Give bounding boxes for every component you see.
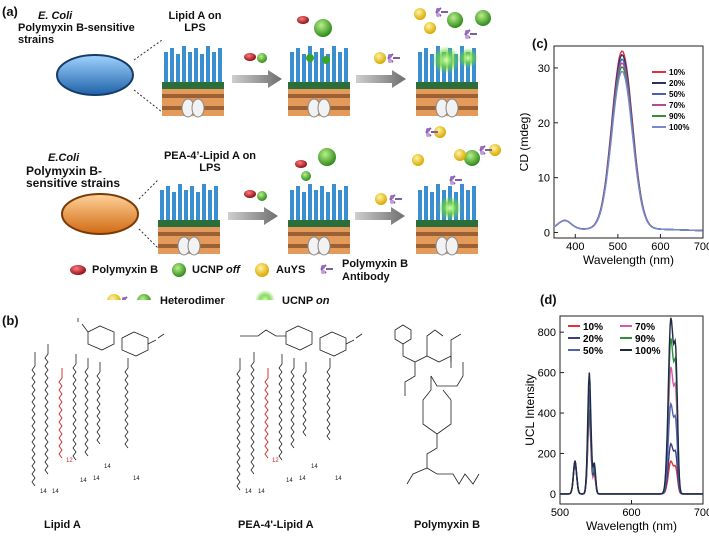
- svg-text:14: 14: [52, 489, 59, 495]
- svg-text:14: 14: [299, 476, 306, 482]
- series-line-90%: [560, 338, 703, 495]
- series-line-100%: [560, 317, 703, 495]
- y-axis-label: CD (mdeg): [520, 113, 531, 172]
- legend-label-10%: 10%: [583, 322, 603, 333]
- svg-text:14: 14: [80, 478, 87, 484]
- row2-species: E.Coli: [48, 152, 80, 164]
- y-axis-label: UCL Intensity: [523, 374, 537, 446]
- legend-label-50%: 50%: [669, 90, 685, 99]
- ucnp-off-icon: [172, 263, 186, 277]
- legend-antibody: Polymyxin B Antibody: [342, 258, 409, 283]
- panel-b-tag: (b): [2, 313, 19, 328]
- series-line-10%: [560, 417, 703, 495]
- structure-pea-lipid-a: PEA-4'-Lipid A: [238, 519, 314, 531]
- y-tick-label: 20: [538, 118, 550, 130]
- y-tick-label: 10: [538, 173, 550, 185]
- row1-species: E. Coli: [38, 10, 73, 22]
- y-tick-label: 200: [538, 448, 556, 460]
- legend-label-10%: 10%: [669, 68, 685, 77]
- x-axis-label: Wavelength (nm): [583, 253, 674, 267]
- legend-label-70%: 70%: [635, 322, 655, 333]
- legend-label-20%: 20%: [583, 334, 603, 345]
- y-tick-label: 0: [550, 489, 556, 501]
- ucnp-on-icon: [255, 290, 275, 300]
- svg-text:14: 14: [93, 476, 100, 482]
- x-axis-label: Wavelength (nm): [586, 519, 677, 533]
- svg-text:14: 14: [104, 464, 111, 470]
- legend-ucnp-off: UCNP off: [192, 264, 240, 276]
- legend-label-100%: 100%: [635, 346, 661, 357]
- legend-label-20%: 20%: [669, 79, 685, 88]
- structure-polymyxin-b: Polymyxin B: [414, 519, 481, 531]
- plot-frame: [559, 315, 704, 505]
- x-tick-label: 700: [694, 241, 709, 253]
- row1-target: Lipid A on LPS: [168, 10, 222, 34]
- antibody-icon: [320, 264, 334, 275]
- y-tick-label: 0: [544, 228, 550, 240]
- legend-label-70%: 70%: [669, 101, 685, 110]
- polymyxin-icon: [70, 265, 86, 275]
- svg-text:14: 14: [335, 476, 342, 482]
- svg-text:14: 14: [133, 476, 140, 482]
- auys-icon: [255, 263, 269, 277]
- x-tick-label: 500: [551, 507, 569, 519]
- svg-text:14: 14: [245, 489, 252, 495]
- y-tick-label: 30: [538, 63, 550, 75]
- legend-label-100%: 100%: [669, 123, 689, 132]
- svg-text:14: 14: [311, 464, 318, 470]
- series-line-100%: [553, 70, 703, 232]
- legend-ucnp-on: UCNP on: [282, 295, 330, 307]
- svg-text:12: 12: [272, 458, 279, 464]
- panel-b-structures: 14 14 14 14 14 14 14 14 14 14 14 14 12 12: [31, 318, 480, 495]
- x-tick-label: 400: [566, 241, 584, 253]
- structure-lipid-a: Lipid A: [44, 519, 81, 531]
- legend-polymyxin: Polymyxin B: [92, 264, 159, 276]
- panel-d-tag: (d): [540, 292, 557, 307]
- y-tick-label: 800: [538, 327, 556, 339]
- svg-text:14: 14: [286, 478, 293, 484]
- plot-frame: [553, 45, 704, 239]
- panel-c-tag: (c): [532, 36, 548, 51]
- y-tick-label: 400: [538, 408, 556, 420]
- x-tick-label: 600: [622, 507, 640, 519]
- row2-strain: Polymyxin B-sensitive strains: [26, 164, 121, 190]
- x-tick-label: 500: [609, 241, 627, 253]
- series-line-50%: [560, 388, 703, 495]
- legend-label-50%: 50%: [583, 346, 603, 357]
- bacterium-1: [56, 39, 163, 113]
- legend-label-90%: 90%: [635, 334, 655, 345]
- heterodimer-icon: [107, 294, 151, 300]
- panel-a-tag: (a): [2, 4, 18, 19]
- row2-target: PEA-4’-Lipid A on LPS: [163, 150, 257, 174]
- panel-a-schematic: [56, 7, 501, 300]
- svg-text:14: 14: [40, 489, 47, 495]
- x-tick-label: 700: [694, 507, 709, 519]
- series-line-70%: [560, 366, 703, 495]
- row1-strain: Polymyxin B-sensitive strains: [18, 22, 135, 46]
- series-line-20%: [560, 408, 703, 495]
- svg-text:14: 14: [258, 489, 265, 495]
- svg-text:12: 12: [66, 458, 73, 464]
- bacterium-2: [61, 179, 159, 249]
- legend-label-90%: 90%: [669, 112, 685, 121]
- legend-auys: AuYS: [276, 264, 306, 276]
- y-tick-label: 600: [538, 368, 556, 380]
- legend-heterodimer: Heterodimer: [160, 295, 225, 307]
- x-tick-label: 600: [651, 241, 669, 253]
